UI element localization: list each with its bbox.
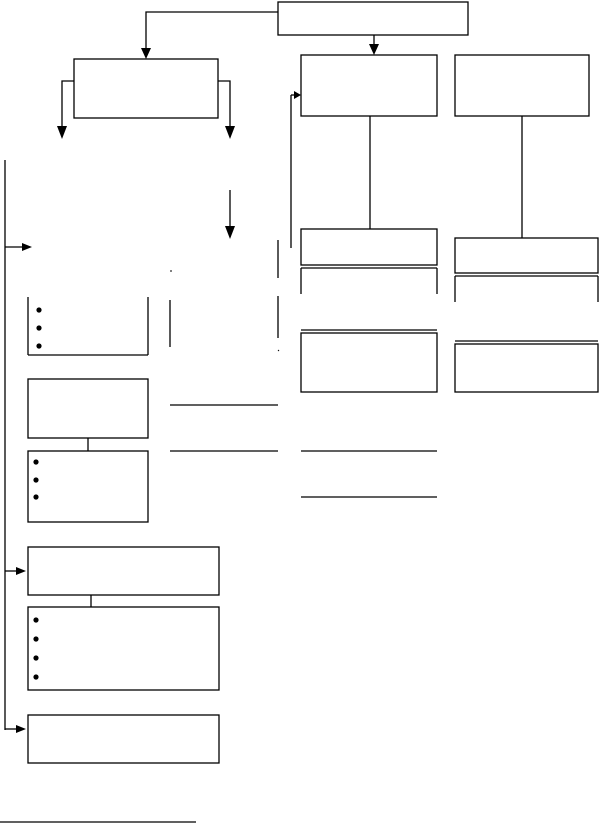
- bullet-icon: [36, 343, 42, 349]
- bullet-icon: [33, 655, 39, 661]
- arrow-head-right-icon: [294, 91, 301, 99]
- bullet-list-1: [27, 297, 149, 356]
- right-box-2: [454, 237, 599, 274]
- bullet-list-3: [27, 606, 220, 691]
- connector-left-parent-left: [61, 80, 74, 128]
- arrow-head-down-icon: [225, 126, 235, 139]
- far-right-box: [454, 54, 590, 117]
- connector-left-parent-right: [218, 80, 231, 128]
- arrow-head-down-icon: [57, 126, 67, 139]
- center-fragments: [169, 240, 280, 452]
- mid-box-2-lower: [300, 267, 438, 294]
- right-box-2-lower: [454, 275, 599, 302]
- bullet-icon: [33, 636, 39, 642]
- arrow-head-down-icon: [225, 226, 235, 239]
- bullet-icon: [33, 674, 39, 680]
- arrow-head-down-icon: [141, 48, 151, 59]
- top-box: [277, 1, 469, 36]
- bullet-icon: [33, 459, 39, 465]
- bullet-list-2: [27, 450, 149, 523]
- bullet-icon: [33, 617, 39, 623]
- bullet-icon: [36, 307, 42, 313]
- bullet-icon: [33, 477, 39, 483]
- arrow-head-right-icon: [16, 567, 26, 575]
- bullet-icon: [33, 494, 39, 500]
- left-parent-box: [73, 58, 219, 119]
- connector-top-to-left-parent: [145, 11, 278, 50]
- wide-box-1: [27, 546, 220, 596]
- plain-box-1: [27, 378, 149, 439]
- mid-box-3: [300, 332, 438, 393]
- right-box-3: [454, 343, 599, 393]
- bullet-icon: [36, 325, 42, 331]
- arrow-head-down-icon: [369, 44, 379, 55]
- arrow-head-right-icon: [22, 243, 32, 251]
- mid-right-box: [300, 54, 438, 117]
- wide-box-2: [27, 714, 220, 764]
- mid-box-2: [300, 228, 438, 266]
- arrow-head-right-icon: [16, 725, 26, 733]
